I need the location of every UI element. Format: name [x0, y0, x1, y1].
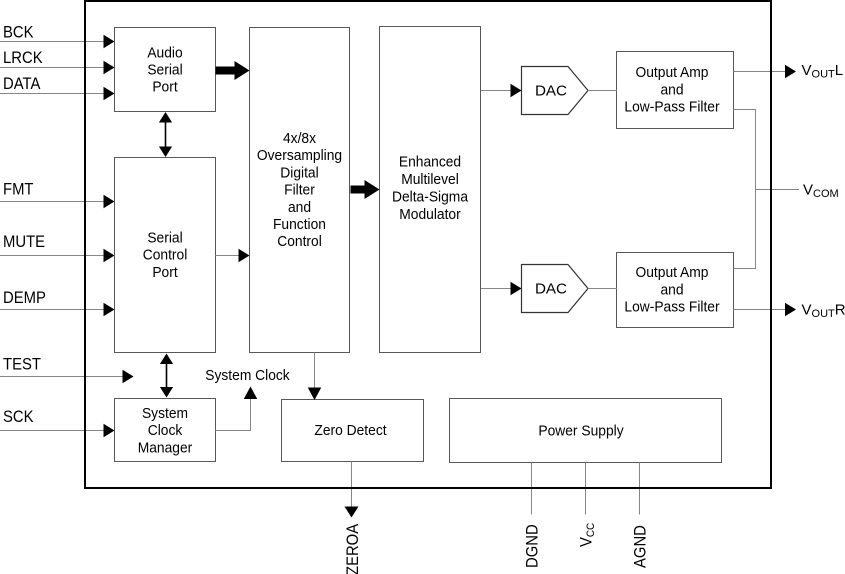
- svg-text:LRCK: LRCK: [3, 49, 43, 67]
- svg-text:MUTE: MUTE: [3, 233, 45, 251]
- svg-text:SCK: SCK: [3, 408, 34, 426]
- svg-text:DATA: DATA: [3, 75, 41, 93]
- svg-text:DEMP: DEMP: [3, 289, 46, 307]
- svg-text:AGND: AGND: [632, 525, 650, 568]
- svg-text:Zero Detect: Zero Detect: [314, 423, 386, 440]
- svg-text:DAC: DAC: [535, 83, 567, 100]
- svg-text:TEST: TEST: [3, 356, 41, 374]
- svg-text:ZEROA: ZEROA: [344, 523, 362, 574]
- svg-text:DAC: DAC: [535, 281, 567, 298]
- svg-text:DGND: DGND: [524, 524, 542, 568]
- svg-text:Power Supply: Power Supply: [538, 423, 624, 440]
- svg-text:BCK: BCK: [3, 24, 34, 42]
- svg-text:FMT: FMT: [3, 181, 34, 199]
- svg-text:System Clock: System Clock: [205, 367, 290, 384]
